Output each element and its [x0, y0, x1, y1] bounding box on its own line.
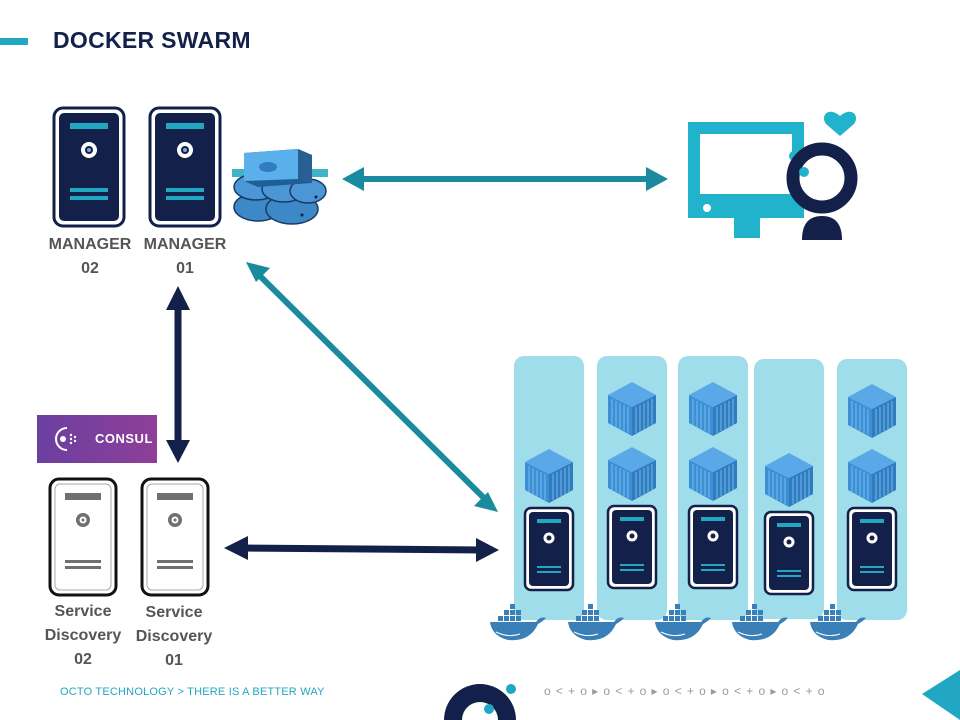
- title-accent-bar: [0, 38, 28, 45]
- sd-01-label-line1: Service: [145, 604, 203, 621]
- docker-whale-icon: [568, 604, 624, 641]
- worker-node: [732, 453, 815, 641]
- worker-node: [490, 449, 575, 641]
- footer-tagline: OCTO TECHNOLOGY > THERE IS A BETTER WAY: [60, 686, 325, 698]
- worker-server-icon: [606, 504, 658, 590]
- worker-server-icon: [763, 510, 815, 596]
- heart-icon: [823, 111, 857, 136]
- manager-01-label-line1: MANAGER: [143, 236, 227, 253]
- sd-02-label-line3: 02: [74, 651, 92, 668]
- worker-node: [655, 382, 739, 641]
- sd-02-label-line2: Discovery: [44, 627, 122, 644]
- sd-01-label-line3: 01: [165, 652, 183, 669]
- consul-icon: [55, 427, 77, 451]
- arrow-manager-to-discovery: [166, 286, 190, 463]
- container-icon: [765, 453, 813, 507]
- page-title: DOCKER SWARM: [53, 27, 251, 53]
- consul-logo: CONSUL: [37, 415, 157, 463]
- container-icon: [689, 382, 737, 436]
- worker-server-icon: [687, 504, 739, 590]
- sd-01-label-line2: Discovery: [135, 628, 213, 645]
- worker-node: [568, 382, 658, 641]
- worker-server-icon: [523, 506, 575, 592]
- manager-02-label: MANAGER 02: [40, 233, 140, 281]
- container-icon: [525, 449, 573, 503]
- arrow-swarm-to-user: [342, 167, 668, 191]
- docker-swarm-logo-icon: [232, 149, 328, 225]
- arrow-manager-to-workers: [246, 262, 498, 512]
- manager-01-server-icon: [148, 106, 222, 228]
- arrow-discovery-to-workers: [224, 536, 499, 562]
- service-discovery-01-server-icon: [140, 477, 210, 597]
- user-monitor-icon: [688, 111, 858, 240]
- manager-02-label-line1: MANAGER: [48, 236, 132, 253]
- service-discovery-02-label: Service Discovery 02: [33, 600, 133, 672]
- docker-whale-icon: [810, 604, 866, 641]
- manager-02-label-line2: 02: [81, 260, 99, 277]
- corner-triangle-icon: [922, 670, 960, 720]
- worker-node: [810, 384, 898, 641]
- worker-server-icon: [846, 506, 898, 592]
- docker-whale-icon: [655, 604, 711, 641]
- manager-01-label-line2: 01: [176, 260, 194, 277]
- sd-02-label-line1: Service: [54, 603, 112, 620]
- footer-decorative-pattern: o<+o▸o<+o▸o<+o▸o<+o▸o<+o: [544, 684, 830, 698]
- docker-whale-icon: [732, 604, 788, 641]
- consul-label: CONSUL: [95, 431, 153, 446]
- container-icon: [848, 449, 896, 503]
- container-icon: [848, 384, 896, 438]
- service-discovery-02-server-icon: [48, 477, 118, 597]
- container-icon: [608, 382, 656, 436]
- container-icon: [689, 447, 737, 501]
- container-icon: [608, 447, 656, 501]
- manager-02-server-icon: [52, 106, 126, 228]
- docker-whale-icon: [490, 604, 546, 641]
- octo-logo-icon: [444, 684, 516, 720]
- service-discovery-01-label: Service Discovery 01: [124, 601, 224, 673]
- manager-01-label: MANAGER 01: [135, 233, 235, 281]
